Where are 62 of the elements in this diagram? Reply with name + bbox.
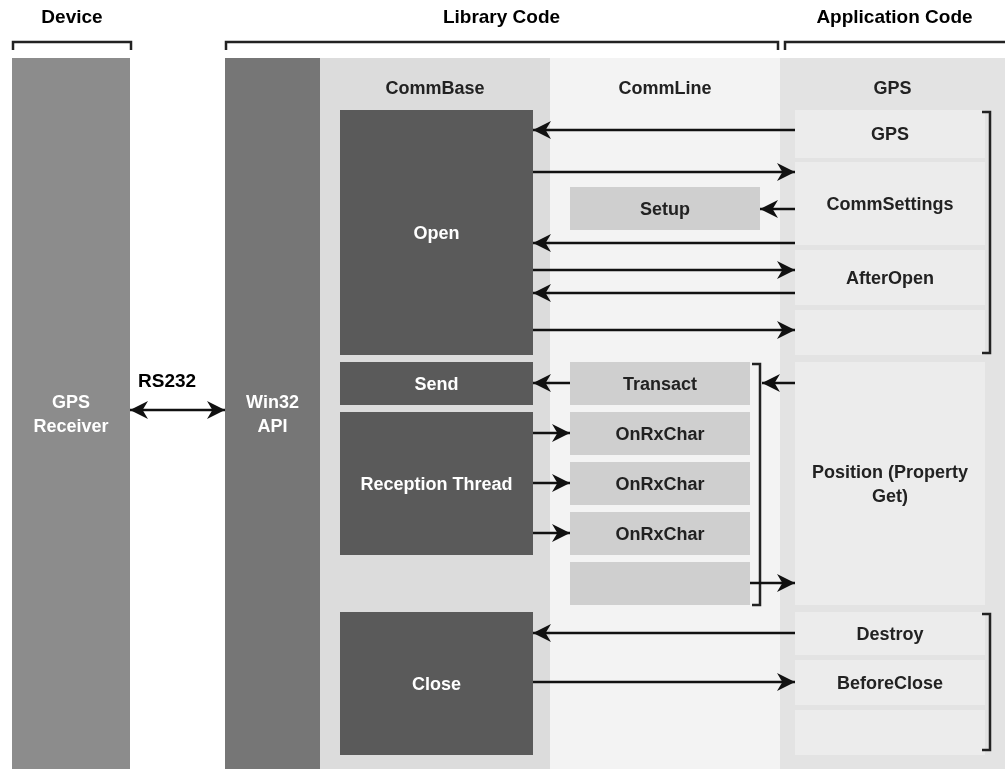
node-label: OnRxChar (615, 522, 705, 546)
arrow (760, 200, 795, 218)
process-box (570, 462, 750, 505)
arrow (533, 524, 570, 542)
process-box (570, 412, 750, 455)
arrow (533, 424, 570, 442)
node-label: Transact (622, 372, 697, 396)
row-box (795, 110, 985, 158)
node-label: Reception Thread (360, 472, 513, 496)
node-label: Setup (640, 197, 690, 221)
arrow (762, 374, 795, 392)
arrow (533, 121, 795, 139)
section-heading: Application Code (815, 6, 974, 28)
node-label: Position (Property Get) (811, 460, 969, 508)
node-label: OnRxChar (615, 472, 705, 496)
arrow (750, 574, 795, 592)
node-label: Destroy (856, 622, 924, 646)
arrow (533, 234, 795, 252)
node-label: BeforeClose (837, 671, 943, 695)
row-box (795, 660, 985, 705)
column-heading: CommLine (618, 77, 712, 100)
section-heading: Library Code (441, 6, 562, 28)
process-box (570, 512, 750, 555)
arrow (533, 374, 570, 392)
column-heading: CommBase (385, 77, 485, 100)
process-box (340, 412, 533, 555)
empty-box (570, 562, 750, 605)
arrow (533, 673, 795, 691)
empty-box (795, 710, 985, 755)
node-label: Open (413, 221, 460, 245)
node-label: Close (412, 672, 461, 696)
layer-band (225, 58, 320, 769)
node-label: Win32 API (245, 390, 300, 438)
node-label: OnRxChar (615, 422, 705, 446)
arrow (533, 624, 795, 642)
process-box (340, 612, 533, 755)
arrow (533, 321, 795, 339)
arrow (533, 261, 795, 279)
node-label: GPS (871, 123, 909, 146)
process-box (340, 362, 533, 405)
arrow (533, 474, 570, 492)
row-box (795, 162, 985, 245)
section-heading: Device (40, 6, 104, 28)
empty-box (795, 310, 985, 355)
node-label: CommSettings (826, 192, 954, 216)
arrow (130, 401, 225, 419)
process-box (570, 362, 750, 405)
layer-band (12, 58, 130, 769)
node-label: GPS Receiver (32, 390, 110, 438)
row-box (795, 612, 985, 655)
column-heading: GPS (873, 77, 912, 100)
row-box (795, 362, 985, 605)
arrow (533, 163, 795, 181)
arrow (533, 284, 795, 302)
row-box (795, 250, 985, 305)
node-label: AfterOpen (846, 266, 934, 290)
process-box (570, 187, 760, 230)
column-band (550, 58, 780, 769)
column-band (780, 58, 1005, 769)
node-label: Send (414, 372, 459, 396)
process-box (340, 110, 533, 355)
column-band (320, 58, 550, 769)
